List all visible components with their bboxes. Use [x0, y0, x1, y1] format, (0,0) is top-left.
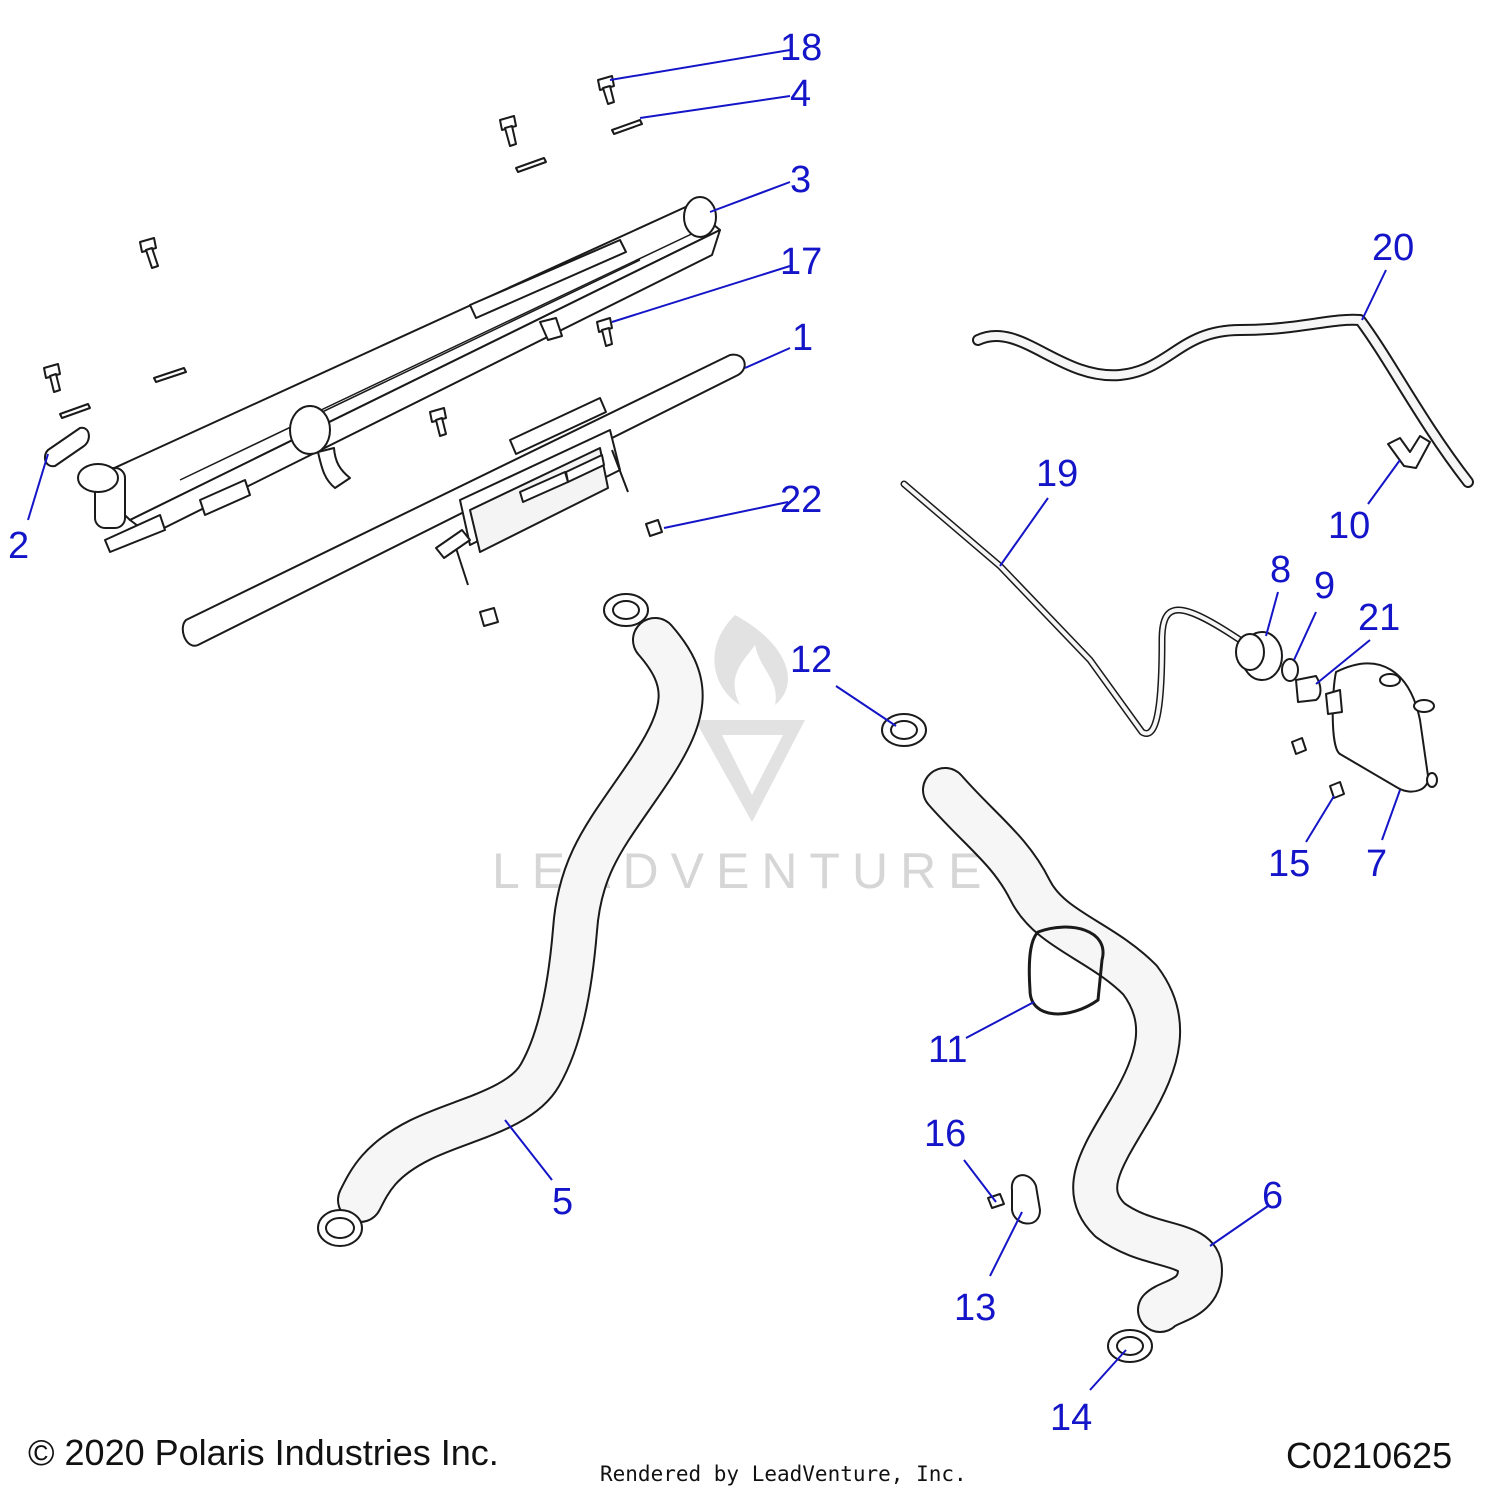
callout-16: 16	[924, 1113, 966, 1155]
callout-10: 10	[1328, 505, 1370, 547]
leader-16	[963, 1159, 997, 1203]
callout-21: 21	[1358, 597, 1400, 639]
clamp-part-14	[1107, 1329, 1153, 1363]
callout-8: 8	[1270, 549, 1291, 591]
leadventure-watermark: LEADVENTURE	[492, 615, 982, 899]
callout-4: 4	[790, 73, 811, 115]
callout-19: 19	[1036, 453, 1078, 495]
nut-part-22	[645, 519, 663, 537]
leader-22	[663, 501, 789, 529]
leader-7	[1381, 789, 1401, 841]
clamp-upper-hose-5	[603, 593, 649, 627]
callout-3: 3	[790, 159, 811, 201]
radiator-lower-frame	[181, 353, 746, 647]
strap-part-11	[1027, 925, 1105, 1016]
leader-15	[1305, 795, 1335, 843]
callout-2: 2	[8, 525, 29, 567]
leader-2	[27, 453, 49, 521]
callout-11: 11	[928, 1029, 967, 1071]
callout-9: 9	[1314, 565, 1335, 607]
callout-6: 6	[1262, 1175, 1283, 1217]
leader-8	[1265, 591, 1279, 637]
hose-part-6	[922, 767, 1223, 1333]
leader-21	[1315, 639, 1371, 685]
bolt-part-17	[596, 317, 613, 347]
callout-labels: 1 2 3 4 5 6 7 8 9 10 11 12 13 14 15 16 1…	[8, 27, 1414, 1439]
leader-12	[835, 685, 897, 727]
nut-lower	[479, 607, 499, 627]
leader-10	[1367, 459, 1401, 505]
leader-14	[1089, 1349, 1127, 1391]
seal-part-9	[1281, 658, 1299, 682]
leader-20	[1361, 269, 1387, 321]
screw-part-15	[1329, 781, 1345, 799]
bolt-upper-left	[499, 115, 517, 147]
radiator-upper-tank	[77, 196, 721, 553]
cap-part-8	[1235, 631, 1283, 681]
leader-4	[639, 95, 791, 119]
leader-1	[744, 347, 791, 369]
watermark-flame-icon	[714, 615, 788, 705]
callout-1: 1	[792, 317, 813, 359]
overflow-tube-part-19	[900, 480, 1244, 737]
callout-15: 15	[1268, 843, 1310, 885]
grommet-part-2	[43, 426, 90, 468]
hose-part-5	[337, 617, 704, 1223]
bolt-left-b	[43, 363, 61, 393]
leader-5	[504, 1119, 553, 1181]
vent-tube-part-20	[972, 313, 1474, 488]
bolt-left-a	[139, 237, 159, 269]
leader-6	[1209, 1205, 1269, 1247]
clamp-lower-hose-5	[317, 1209, 363, 1247]
washer-part-4	[611, 119, 643, 135]
callout-18: 18	[780, 27, 822, 69]
leader-13	[989, 1211, 1023, 1277]
leader-19	[999, 497, 1049, 567]
bolt-center	[429, 407, 447, 437]
callout-13: 13	[954, 1287, 996, 1329]
leader-3	[709, 181, 791, 213]
leader-17	[611, 265, 791, 323]
reservoir-part-7	[1325, 662, 1438, 793]
callout-12: 12	[790, 639, 832, 681]
clamp-part-12	[881, 713, 927, 747]
fitting-part-21	[1295, 675, 1322, 703]
callout-5: 5	[552, 1181, 573, 1223]
callout-14: 14	[1050, 1397, 1092, 1439]
bracket-part-13	[1010, 1174, 1041, 1225]
watermark-v-icon	[695, 720, 805, 822]
leader-11	[965, 1001, 1035, 1039]
leader-18	[609, 49, 791, 81]
callout-22: 22	[780, 479, 822, 521]
leader-lines	[27, 49, 1401, 1391]
callout-7: 7	[1366, 843, 1387, 885]
callout-20: 20	[1372, 227, 1414, 269]
callout-17: 17	[780, 241, 822, 283]
fasteners-upper	[43, 75, 643, 437]
copyright-notice: © 2020 Polaris Industries Inc.	[28, 1432, 499, 1473]
drawing-code: C0210625	[1286, 1435, 1453, 1476]
screw-upper	[1291, 737, 1307, 755]
rendered-by-credit: Rendered by LeadVenture, Inc.	[600, 1462, 967, 1486]
elbow-fitting-part-10	[1387, 435, 1431, 469]
leader-9	[1293, 611, 1317, 661]
